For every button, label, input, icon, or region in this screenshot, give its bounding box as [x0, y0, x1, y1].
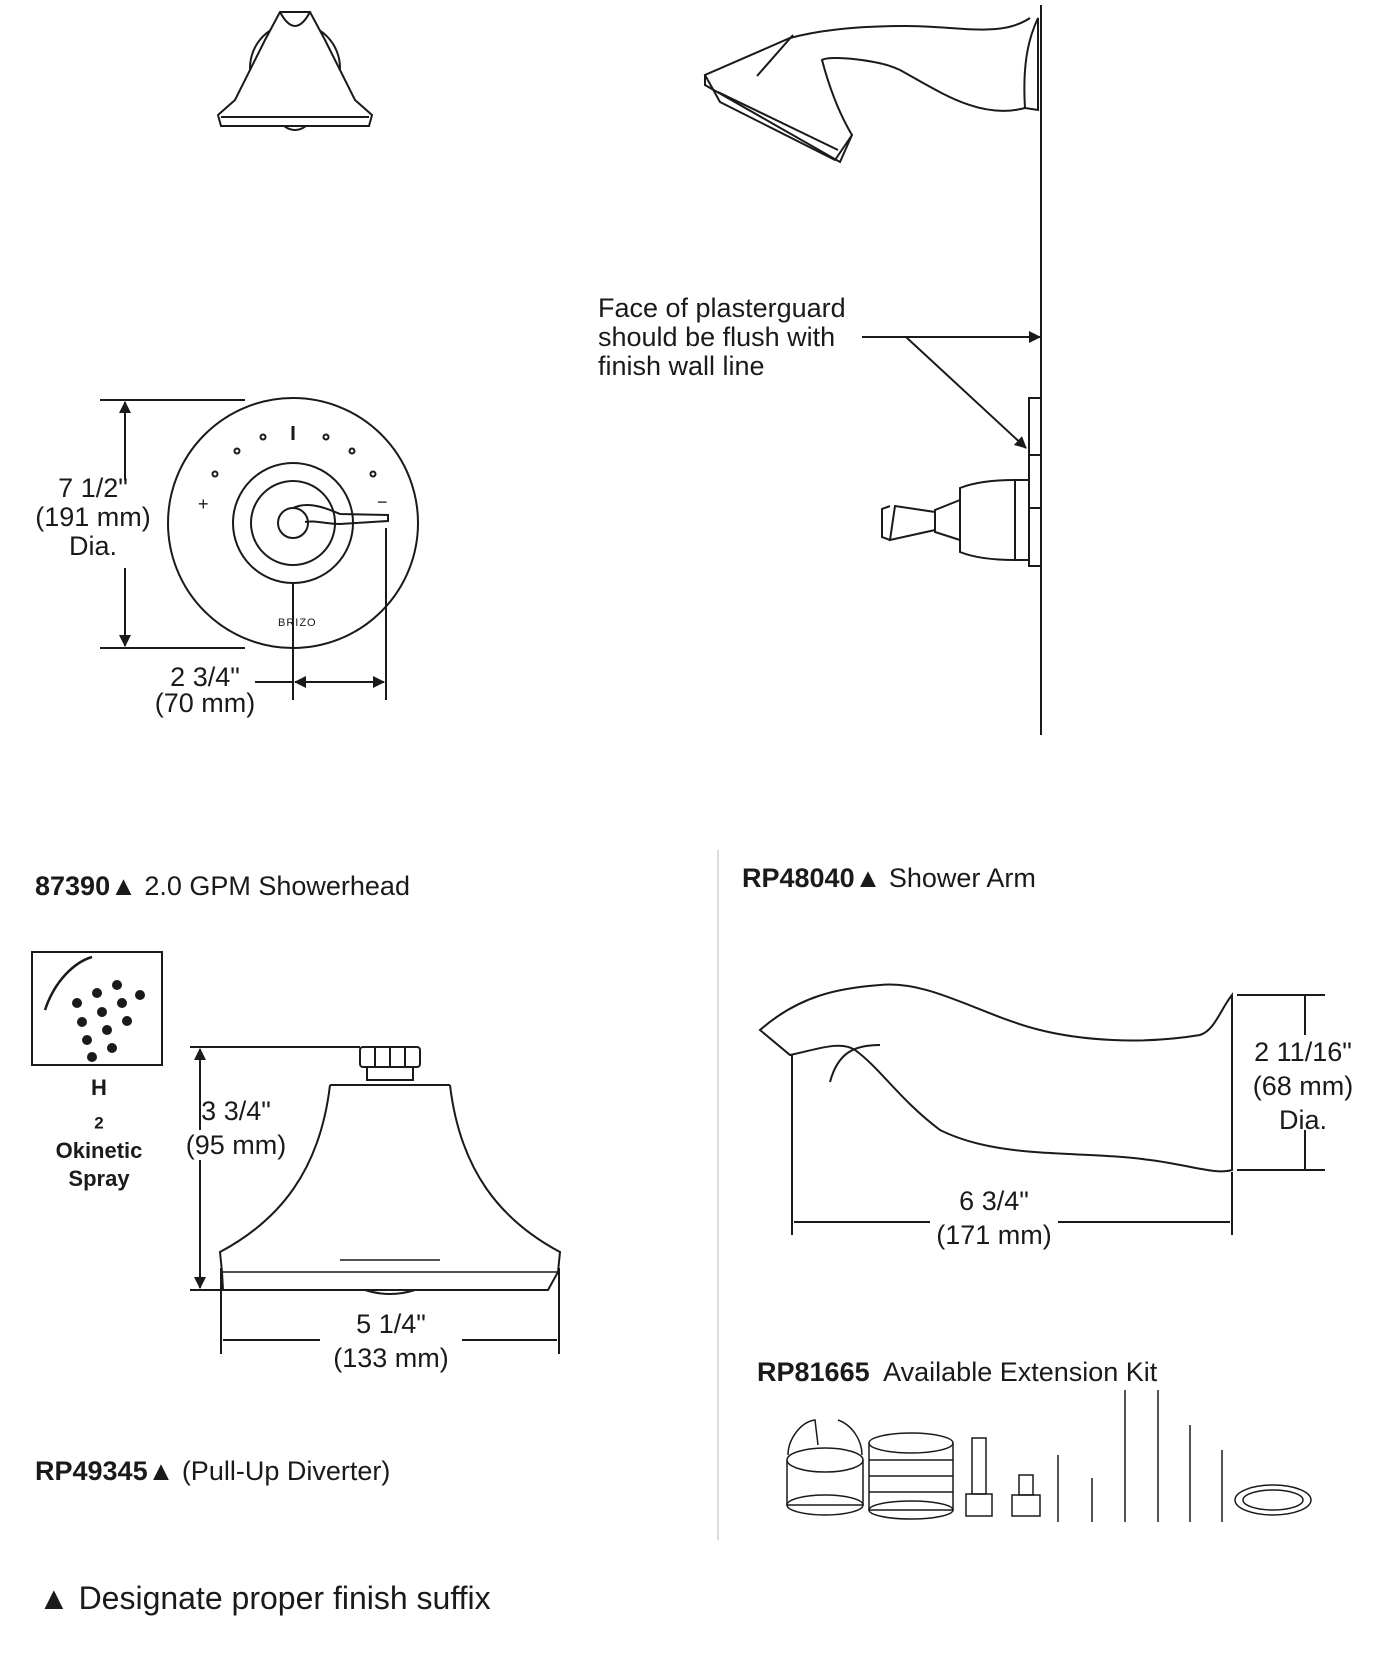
showerhead-width-dim: 5 1/4" (133 mm): [333, 1309, 449, 1373]
handle-offset-dim: 2 3/4" (70 mm): [154, 662, 256, 718]
trim-minus-mark: −: [377, 492, 388, 512]
showerhead-part-label: 87390▲ 2.0 GPM Showerhead: [35, 871, 410, 901]
diverter-part-label: RP49345▲ (Pull-Up Diverter): [35, 1456, 391, 1486]
arm-diameter-dim: 2 11/16" (68 mm) Dia.: [1252, 1037, 1354, 1135]
h2okinetic-badge: [31, 951, 163, 1066]
trim-diameter-dim: 7 1/2" (191 mm) Dia.: [35, 473, 151, 561]
extension-kit-parts: [786, 1390, 1312, 1522]
finish-suffix-footnote: ▲ Designate proper finish suffix: [38, 1580, 491, 1616]
showerhead-side-view: [218, 1046, 562, 1295]
extension-kit-part-label: RP81665 Available Extension Kit: [757, 1357, 1158, 1387]
trim-plus-mark: +: [198, 494, 209, 514]
valve-side-view: [881, 397, 1042, 650]
shower-arm-part-label: RP48040▲ Shower Arm: [742, 863, 1036, 893]
showerhead-height-dim: 3 3/4" (95 mm): [185, 1096, 287, 1160]
shower-arm-profile: [758, 983, 1233, 1173]
showerhead-front-view: [216, 11, 374, 131]
spray-drops-icon: [72, 980, 145, 1062]
shower-side-view: [703, 17, 1039, 164]
plasterguard-callout: Face of plasterguard should be flush wit…: [598, 293, 846, 381]
arm-length-dim: 6 3/4" (171 mm): [936, 1186, 1052, 1250]
trim-brand-logo: BRIZO: [278, 617, 317, 629]
